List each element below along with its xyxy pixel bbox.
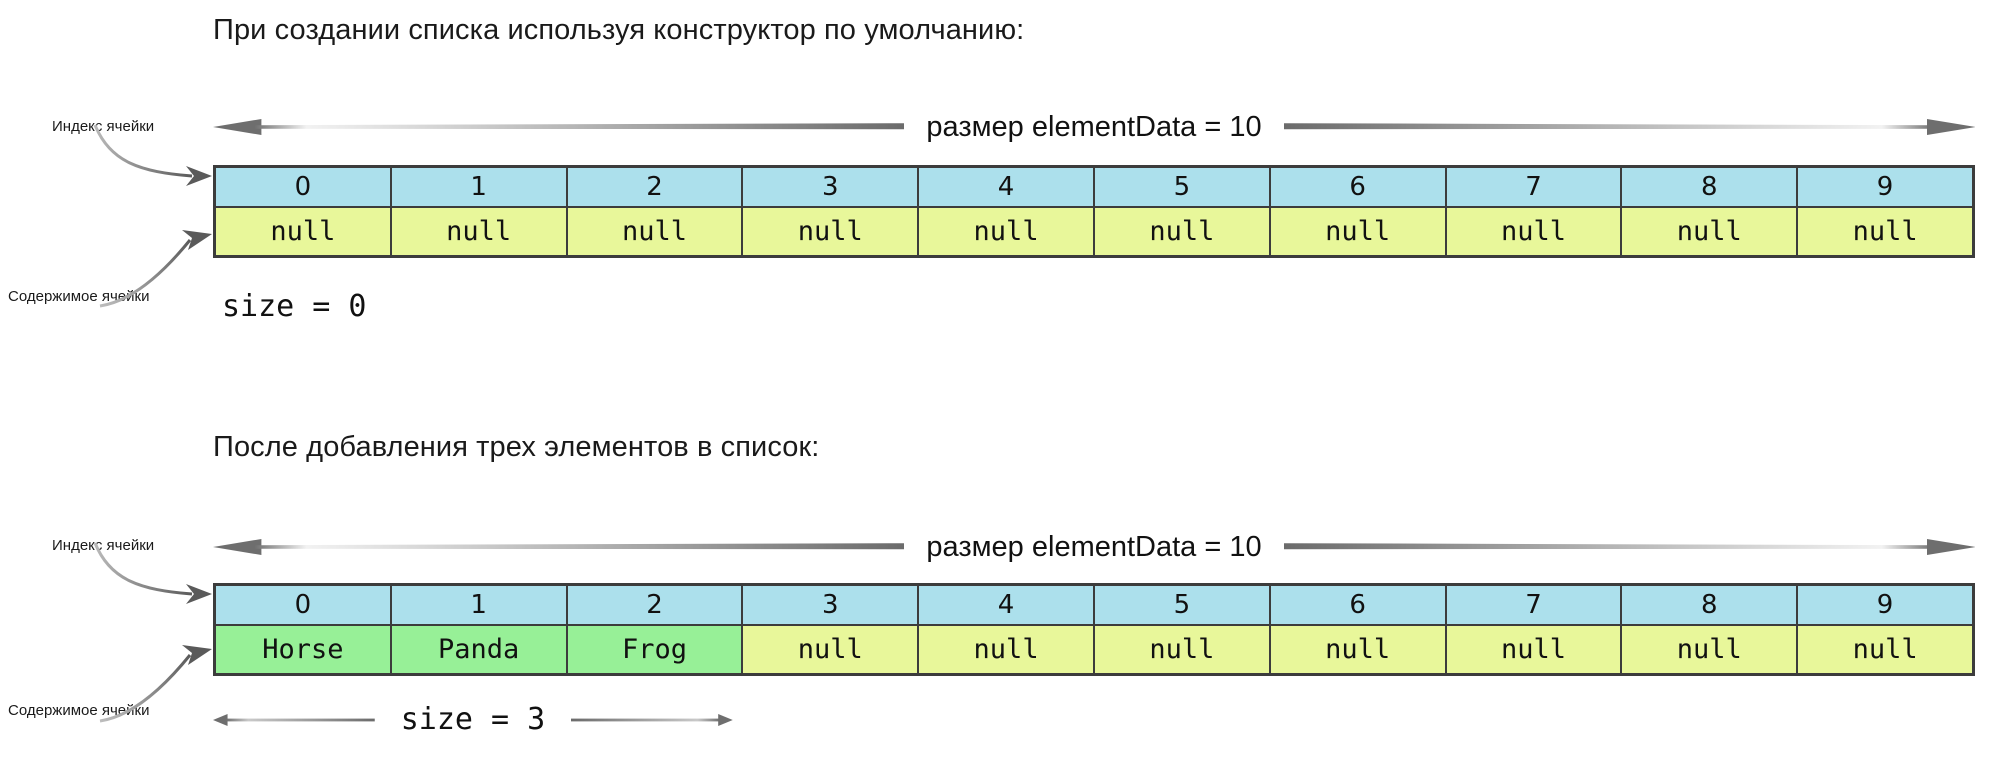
span-arrow-right-1 [1283,115,1975,139]
value-cell: null [1796,624,1975,676]
size-row-2: size = 3 [213,700,733,740]
index-cell: 9 [1796,583,1975,626]
value-cell: null [1092,624,1271,676]
index-cell: 8 [1620,583,1799,626]
index-cell: 1 [389,583,568,626]
size-arrow-left-2 [213,711,375,729]
connector-arrow-index-1 [93,124,212,186]
span-arrow-left-1 [213,115,905,139]
section-2-title: После добавления трех элементов в список… [213,431,820,463]
span-row-2: размер elementData = 10 [213,525,1975,569]
value-cell: null [213,206,392,258]
index-cell: 0 [213,165,392,208]
size-caption-2: size = 3 [400,702,546,737]
index-cell: 6 [1268,165,1447,208]
span-label-2: размер elementData = 10 [926,530,1262,563]
array-table-2: 0 1 2 3 4 5 6 7 8 9 Horse Panda Frog nul… [213,583,1975,676]
value-cell: null [1444,206,1623,258]
cell-index-label-2: Индекс ячейки [52,537,155,554]
value-cell: null [1268,206,1447,258]
index-cell: 8 [1620,165,1799,208]
section-1-title: При создании списка используя конструкто… [213,14,1024,47]
array-table-wrap-2: 0 1 2 3 4 5 6 7 8 9 Horse Panda Frog nul… [213,583,1975,676]
cell-content-label-1: Содержимое ячейки [8,288,150,305]
value-cell: null [1620,206,1799,258]
value-cell: Horse [213,624,392,676]
index-cell: 4 [917,165,1095,208]
index-cell: 1 [389,165,568,208]
value-cell: null [1444,624,1623,676]
index-cell: 0 [213,583,392,626]
index-row-1: 0 1 2 3 4 5 6 7 8 9 [213,165,1975,208]
index-cell: 5 [1092,165,1271,208]
index-cell: 7 [1444,583,1623,626]
size-caption-1: size = 0 [222,289,367,324]
index-cell: 6 [1268,583,1447,626]
value-cell: null [565,206,744,258]
value-cell: null [741,624,920,676]
index-cell: 3 [741,583,920,626]
value-row-2: Horse Panda Frog null null null null nul… [213,624,1975,676]
cell-content-label-2: Содержимое ячейки [8,702,150,719]
index-cell: 5 [1092,583,1271,626]
span-arrow-left-2 [213,535,905,559]
value-cell: Frog [565,624,744,676]
span-label-1: размер elementData = 10 [926,110,1262,143]
value-cell: null [1796,206,1975,258]
array-table-1: 0 1 2 3 4 5 6 7 8 9 null null null null … [213,165,1975,258]
section-1-title-text: При создании списка используя конструкто… [213,14,1025,46]
value-cell: null [917,206,1095,258]
cell-index-label-1: Индекс ячейки [52,118,155,135]
connector-arrow-index-2 [93,542,212,604]
span-arrow-right-2 [1283,535,1975,559]
index-cell: 4 [917,583,1095,626]
value-cell: null [917,624,1095,676]
value-cell: null [1620,624,1799,676]
index-cell: 2 [565,583,744,626]
value-cell: null [1092,206,1271,258]
index-cell: 3 [741,165,920,208]
index-row-2: 0 1 2 3 4 5 6 7 8 9 [213,583,1975,626]
value-cell: Panda [389,624,568,676]
span-row-1: размер elementData = 10 [213,105,1975,149]
size-arrow-right-2 [571,711,733,729]
value-cell: null [741,206,920,258]
value-cell: null [1268,624,1447,676]
value-row-1: null null null null null null null null … [213,206,1975,258]
index-cell: 2 [565,165,744,208]
index-cell: 9 [1796,165,1975,208]
index-cell: 7 [1444,165,1623,208]
value-cell: null [389,206,568,258]
array-table-wrap-1: 0 1 2 3 4 5 6 7 8 9 null null null null … [213,165,1975,258]
